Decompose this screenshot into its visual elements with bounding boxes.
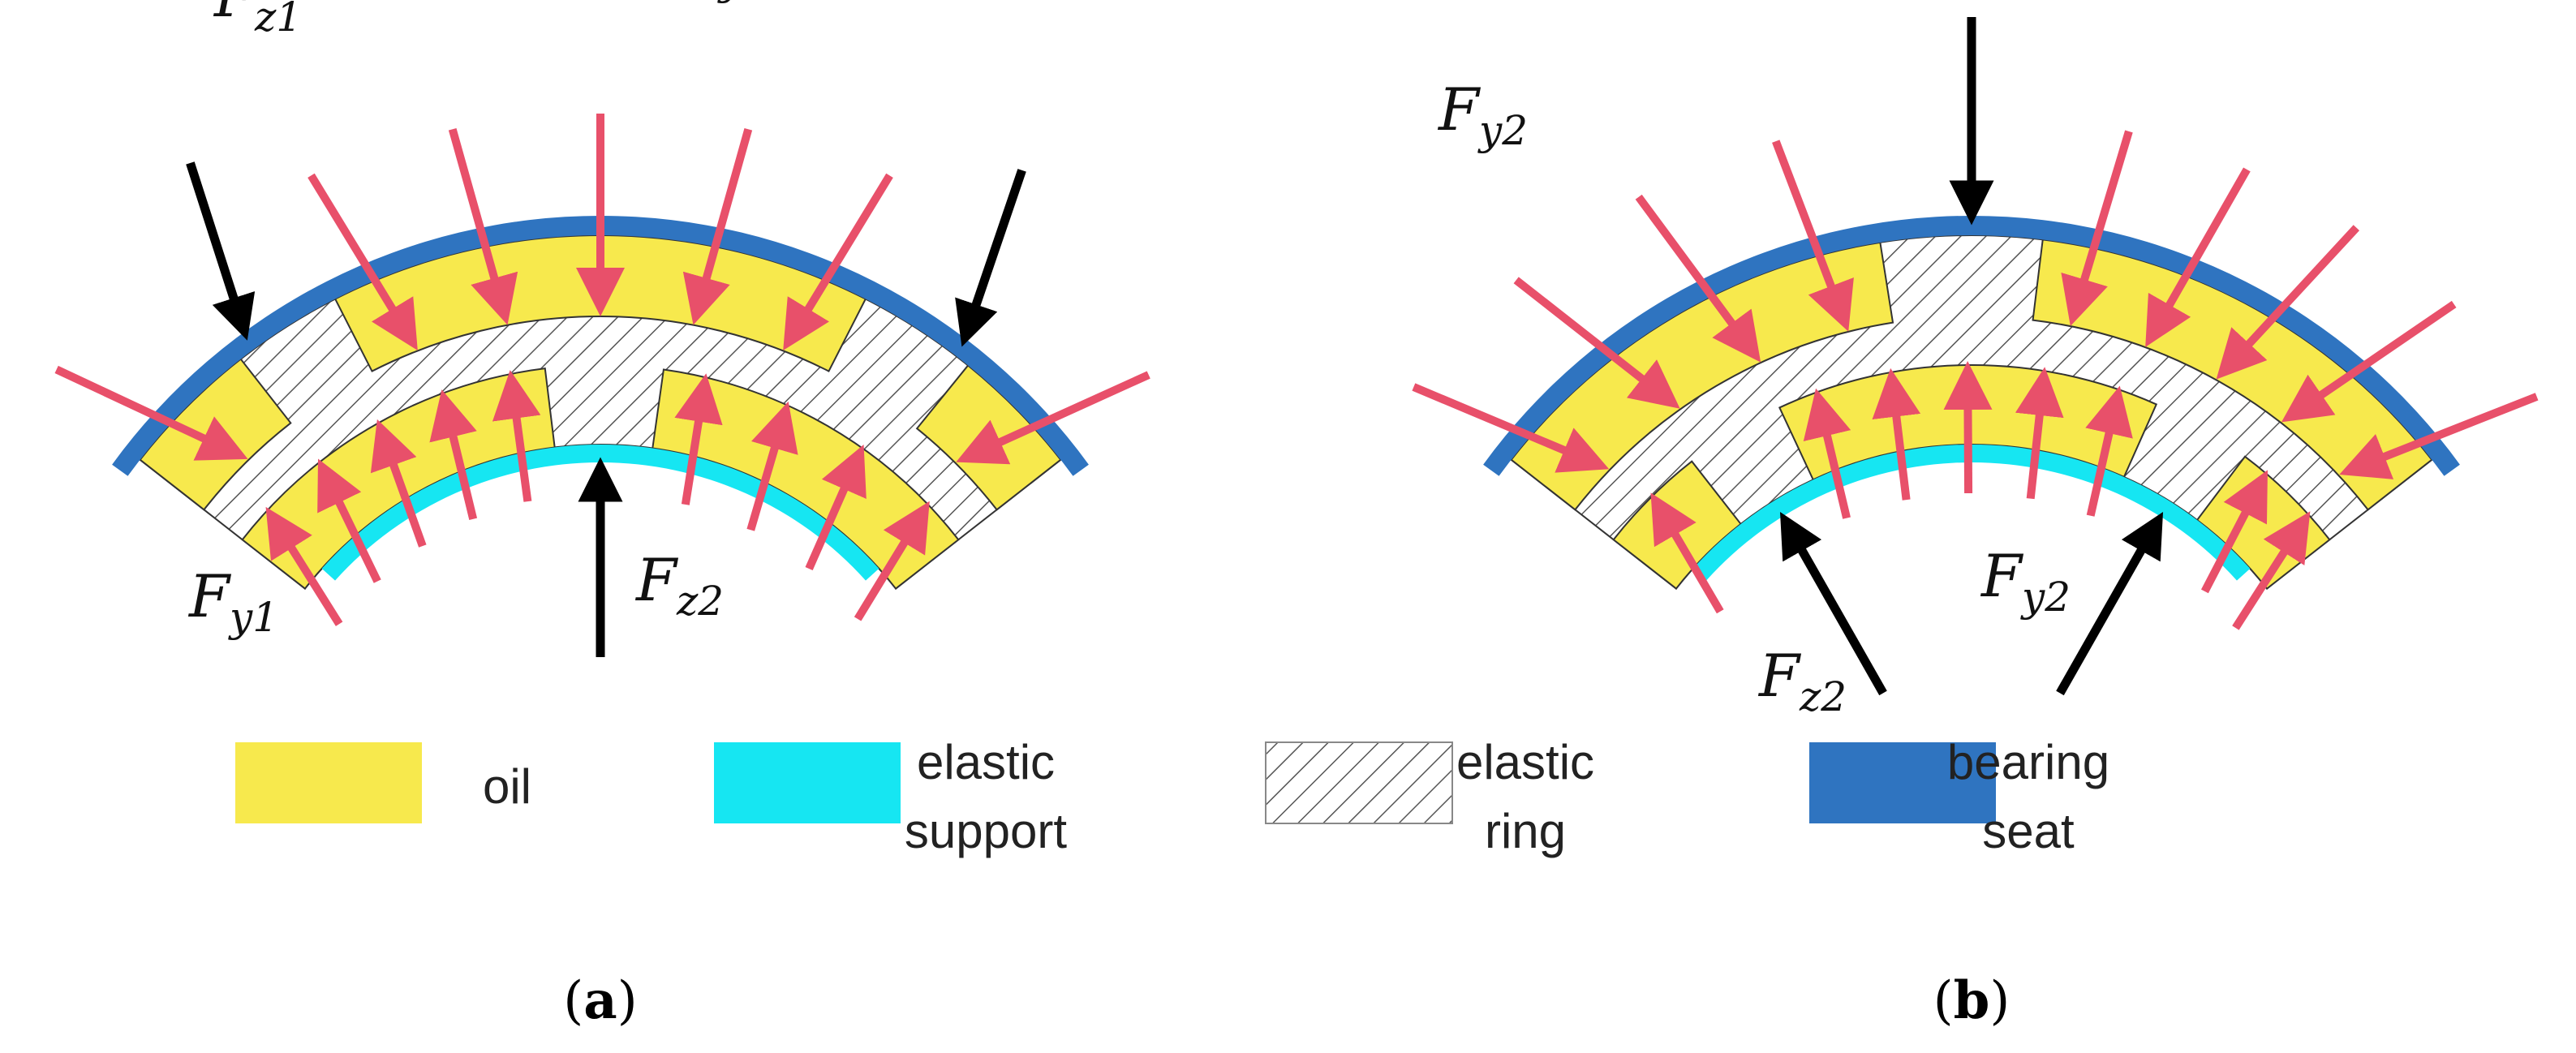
oil-pressure-arrow <box>1943 361 1993 494</box>
oil-pressure-arrow <box>2061 130 2133 327</box>
oil-pressure-arrow <box>1772 140 1854 332</box>
oil-pressure-arrow <box>1803 388 1851 519</box>
oil-pressure-arrow <box>1872 367 1921 501</box>
label-fz2: Fz2 <box>634 546 724 625</box>
label-fy2-bottom: Fy2 <box>1980 542 2071 621</box>
oil-pressure-arrow <box>805 445 867 570</box>
oil-pressure-arrow <box>492 370 541 502</box>
legend-label: oil <box>483 759 531 814</box>
oil-pressure-arrow <box>2232 511 2311 630</box>
contact-force-arrow-fz2 <box>1779 511 1887 696</box>
oil-pressure-arrow <box>783 173 893 351</box>
oil-pressure-arrow <box>317 458 381 583</box>
legend-swatch-oil <box>235 742 422 823</box>
oil-pressure-arrow <box>1650 492 1724 614</box>
oil-pressure-arrow <box>2015 367 2064 500</box>
oil-pressure-arrow <box>854 501 930 621</box>
legend-label: seat <box>1982 804 2075 858</box>
oil-pressure-arrow <box>2085 385 2133 517</box>
bearing-seat <box>1483 215 2460 476</box>
legend-label: bearing <box>1947 735 2109 789</box>
oil-pressure-arrow <box>2216 225 2360 380</box>
panel-a: Fz1 Fy2Fy1 Fz2 (a) <box>54 0 1150 1031</box>
oil-pressure-arrow <box>1513 277 1680 409</box>
legend-swatch-bearing-seat <box>1809 742 1996 823</box>
oil-pressure-arrow <box>265 506 343 626</box>
legend-label: ring <box>1485 804 1566 858</box>
legend-label: elastic <box>917 735 1055 789</box>
oil-pressure-arrow <box>1412 383 1610 473</box>
panel-label: (a) <box>563 970 637 1031</box>
oil-pressure-arrow <box>1635 194 1761 363</box>
oil-pressure-arrow <box>2145 167 2251 347</box>
panel-b: Fz1Fy2Fy2Fz2(b) <box>1412 17 2539 1031</box>
label-fy1: Fy1 <box>187 562 278 641</box>
legend: oil elastic support elastic ring bearing seat <box>235 735 2109 858</box>
oil-pressure-arrow <box>2200 470 2268 594</box>
contact-force-arrow-fz1 <box>186 161 256 341</box>
elastic-support <box>1692 444 2251 581</box>
contact-force-arrow-fz1 <box>955 169 1026 347</box>
panel-label: (b) <box>1933 970 2010 1031</box>
oil-pressure-arrow <box>2281 300 2457 423</box>
oil-pressure-arrow <box>370 419 427 548</box>
label-fz1: Fz1 <box>213 0 302 41</box>
legend-label: support <box>905 804 1067 858</box>
oil-pressure-arrow <box>2339 393 2539 479</box>
legend-swatch-elastic-support <box>714 742 901 823</box>
contact-force-arrow-fz2 <box>2056 511 2164 696</box>
oil-pressure-arrow <box>674 373 723 505</box>
oil-pressure-arrow <box>682 127 753 325</box>
oil-pressure-arrow <box>54 365 248 461</box>
oil-pressure-arrow <box>307 173 418 351</box>
oil-pressure-arrow <box>429 389 478 521</box>
legend-label: elastic <box>1456 735 1594 789</box>
bearing-seat <box>112 215 1089 476</box>
label-fy2: Fy2 <box>677 0 768 4</box>
label-fy2: Fy2 <box>1437 75 1528 154</box>
legend-swatch-elastic-ring <box>1265 741 1453 824</box>
oil-pressure-arrow <box>448 127 518 325</box>
label-fz2: Fz2 <box>1757 642 1847 720</box>
oil-pressure-arrow <box>956 371 1150 465</box>
oil-pressure-arrow <box>746 401 798 531</box>
